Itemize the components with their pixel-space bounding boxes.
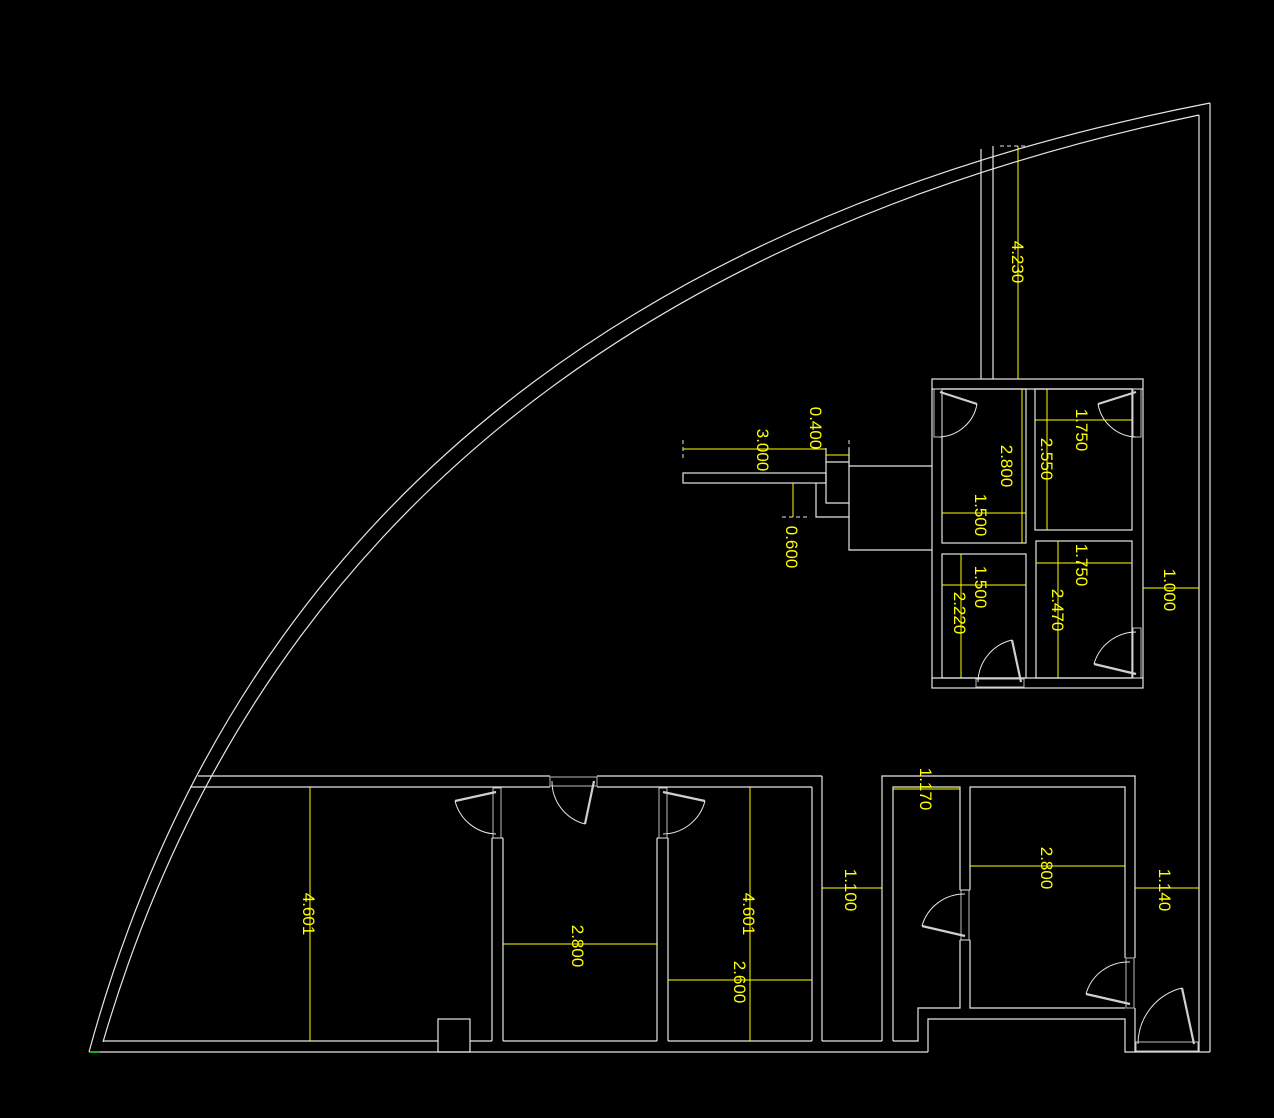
door-toilet-1 — [933, 388, 978, 438]
dim-2800b-label: 2.800 — [568, 925, 587, 968]
door-jamb — [492, 787, 502, 839]
dim-2800c-label: 2.800 — [1037, 847, 1056, 890]
door-swing-arc — [1137, 987, 1183, 1045]
door-swing-arc — [977, 639, 1013, 683]
dim-2800a-label: 2.800 — [997, 445, 1016, 488]
right-group-outline — [881, 775, 1136, 1053]
dim-1500b-label: 1.500 — [971, 566, 990, 609]
outer-arc-outer — [88, 102, 1211, 1053]
door-jamb — [933, 388, 943, 438]
dim-0400-label: 0.400 — [806, 407, 825, 450]
toilet-block — [931, 378, 1144, 689]
dim-2470-label: 2.470 — [1048, 589, 1067, 632]
door-jamb — [1132, 388, 1142, 438]
doors — [454, 388, 1199, 1052]
door-swing-arc — [939, 403, 978, 438]
lower-rooms — [103, 775, 1136, 1053]
door-jamb — [658, 787, 668, 839]
toilet-cubicle-1 — [941, 388, 1027, 544]
door-right-b — [1085, 957, 1135, 1009]
dim-3000-label: 3.000 — [753, 429, 772, 472]
door-room-3 — [658, 787, 706, 839]
door-leaf — [662, 790, 706, 803]
partition-ledge — [682, 472, 827, 484]
dim-1750a-label: 1.750 — [1072, 409, 1091, 452]
door-jamb — [1135, 1041, 1199, 1052]
door-leaf — [939, 390, 978, 406]
door-swing-arc — [454, 800, 497, 835]
toilet-block-outline — [931, 378, 1144, 689]
door-leaf — [1180, 987, 1196, 1045]
door-swing-arc — [662, 800, 706, 835]
dim-4601a-label: 4.601 — [299, 893, 318, 936]
dim-1750b-label: 1.750 — [1072, 544, 1091, 587]
outer-arc-inner — [102, 114, 1200, 1043]
door-swing-arc — [921, 893, 966, 927]
door-leaf — [1093, 662, 1137, 676]
door-room-1 — [454, 787, 502, 839]
corridor-walls — [980, 145, 1030, 379]
dim-1170-label: 1.170 — [916, 768, 935, 811]
door-toilet-2 — [1097, 388, 1142, 438]
door-exterior — [1135, 987, 1199, 1052]
door-swing-arc — [1093, 631, 1137, 665]
door-right-a — [921, 889, 970, 941]
door-leaf — [454, 790, 497, 803]
dim-2550-label: 2.550 — [1037, 438, 1056, 481]
door-jamb — [549, 776, 598, 787]
dim-4601b-label: 4.601 — [739, 893, 758, 936]
door-leaf — [583, 780, 596, 825]
dim-2600-label: 2.600 — [730, 961, 749, 1004]
dim-4230-label: 4.230 — [1008, 241, 1027, 284]
door-leaf — [1010, 639, 1023, 683]
outer-walls — [88, 102, 1211, 1053]
door-swing-arc — [1085, 961, 1131, 995]
stepped-partition — [682, 440, 932, 551]
door-leaf — [921, 924, 966, 938]
dim-1500a-label: 1.500 — [971, 494, 990, 537]
dim-2220-label: 2.220 — [950, 592, 969, 635]
door-leaf — [1097, 390, 1137, 406]
door-toilet-3 — [975, 639, 1025, 688]
door-toilet-4 — [1093, 627, 1142, 679]
partition-step-outer — [815, 448, 932, 551]
dimensions: 4.230 0.400 3.000 0.600 2.800 1.500 1.75… — [299, 146, 1199, 1041]
door-jamb — [1125, 957, 1135, 1009]
door-leaf — [1085, 992, 1131, 1006]
toilet-cubicle-2 — [1034, 388, 1133, 531]
dim-1100-label: 1.100 — [841, 869, 860, 912]
dim-1140-label: 1.140 — [1155, 869, 1174, 912]
door-jamb — [960, 889, 970, 941]
dim-1000-label: 1.000 — [1160, 569, 1179, 612]
door-swing-arc — [1097, 403, 1137, 438]
room1-column — [437, 1018, 471, 1053]
dim-0600-label: 0.600 — [782, 526, 801, 569]
door-jamb — [975, 678, 1025, 688]
door-room-top — [549, 776, 598, 825]
door-jamb — [1132, 627, 1142, 679]
door-swing-arc — [551, 780, 586, 825]
